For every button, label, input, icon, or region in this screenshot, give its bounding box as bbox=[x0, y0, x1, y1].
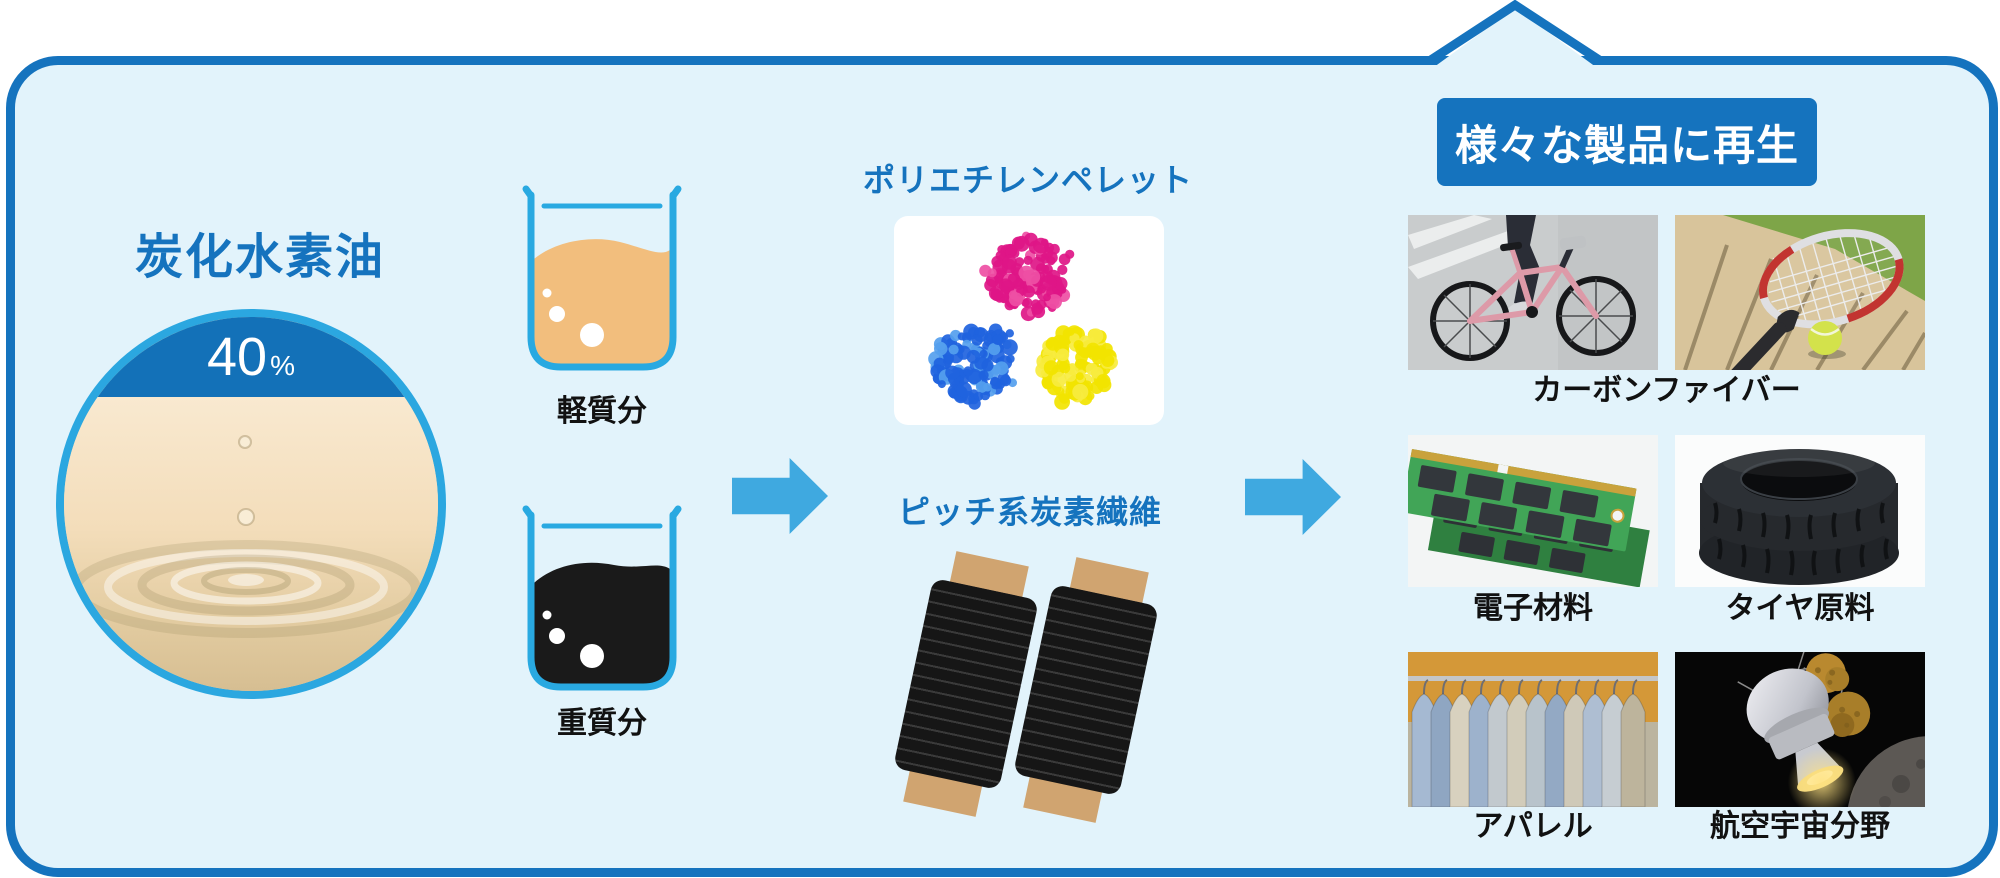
result-header-label: 様々な製品に再生 bbox=[1454, 121, 1799, 169]
product-photo-electronics bbox=[1408, 435, 1658, 587]
fiber-title: ピッチ系炭素繊維 bbox=[897, 494, 1162, 530]
pellet-card bbox=[894, 216, 1164, 425]
oil-percent-cap: 40 % bbox=[64, 317, 438, 397]
clothes-rail bbox=[1408, 676, 1658, 681]
bicycle bbox=[1430, 235, 1636, 361]
product-photo-bicycle bbox=[1408, 215, 1658, 370]
tire-stack bbox=[1699, 449, 1899, 585]
tennis-ball bbox=[1808, 321, 1842, 355]
product-label-apparel: アパレル bbox=[1473, 810, 1593, 843]
oil-ripples bbox=[71, 540, 421, 638]
product-label-carbon-fiber: カーボンファイバー bbox=[1532, 374, 1801, 407]
moon bbox=[1848, 736, 1925, 807]
product-photo-aerospace bbox=[1675, 652, 1925, 807]
light-liquid bbox=[534, 239, 670, 364]
heavy-liquid bbox=[534, 562, 670, 684]
pellet-title: ポリエチレンペレット bbox=[862, 162, 1193, 198]
bubble-tail-icon bbox=[1398, 0, 1632, 70]
light-fraction-label: 軽質分 bbox=[557, 395, 647, 428]
heavy-fraction-label: 重質分 bbox=[557, 707, 647, 740]
spacecraft bbox=[1737, 652, 1871, 807]
source-title: 炭化水素油 bbox=[134, 231, 385, 284]
light-fraction-beaker-icon bbox=[522, 185, 682, 371]
product-photo-apparel bbox=[1408, 652, 1658, 807]
bubbles bbox=[542, 288, 604, 347]
pellet-clusters bbox=[928, 231, 1118, 410]
product-label-tire: タイヤ原料 bbox=[1725, 592, 1875, 625]
oil-circle: 40 % bbox=[56, 309, 446, 699]
heavy-fraction-beaker-icon bbox=[522, 505, 682, 691]
oil-droplet bbox=[237, 508, 255, 526]
bubbles bbox=[542, 610, 604, 668]
tennis-racket bbox=[1716, 229, 1904, 370]
rider-legs bbox=[1506, 215, 1540, 305]
oil-photo bbox=[64, 397, 438, 691]
result-header: 様々な製品に再生 bbox=[1437, 98, 1817, 186]
product-label-aerospace: 航空宇宙分野 bbox=[1710, 810, 1890, 843]
product-photo-tires bbox=[1675, 435, 1925, 587]
product-photo-tennis-racket bbox=[1675, 215, 1925, 370]
percent-unit: % bbox=[270, 350, 295, 381]
product-label-electronics: 電子材料 bbox=[1473, 592, 1593, 625]
ram-module-front bbox=[1408, 449, 1637, 552]
hanging-clothes bbox=[1411, 679, 1646, 807]
oil-droplet bbox=[238, 435, 252, 449]
percent-value: 40 bbox=[207, 327, 268, 387]
